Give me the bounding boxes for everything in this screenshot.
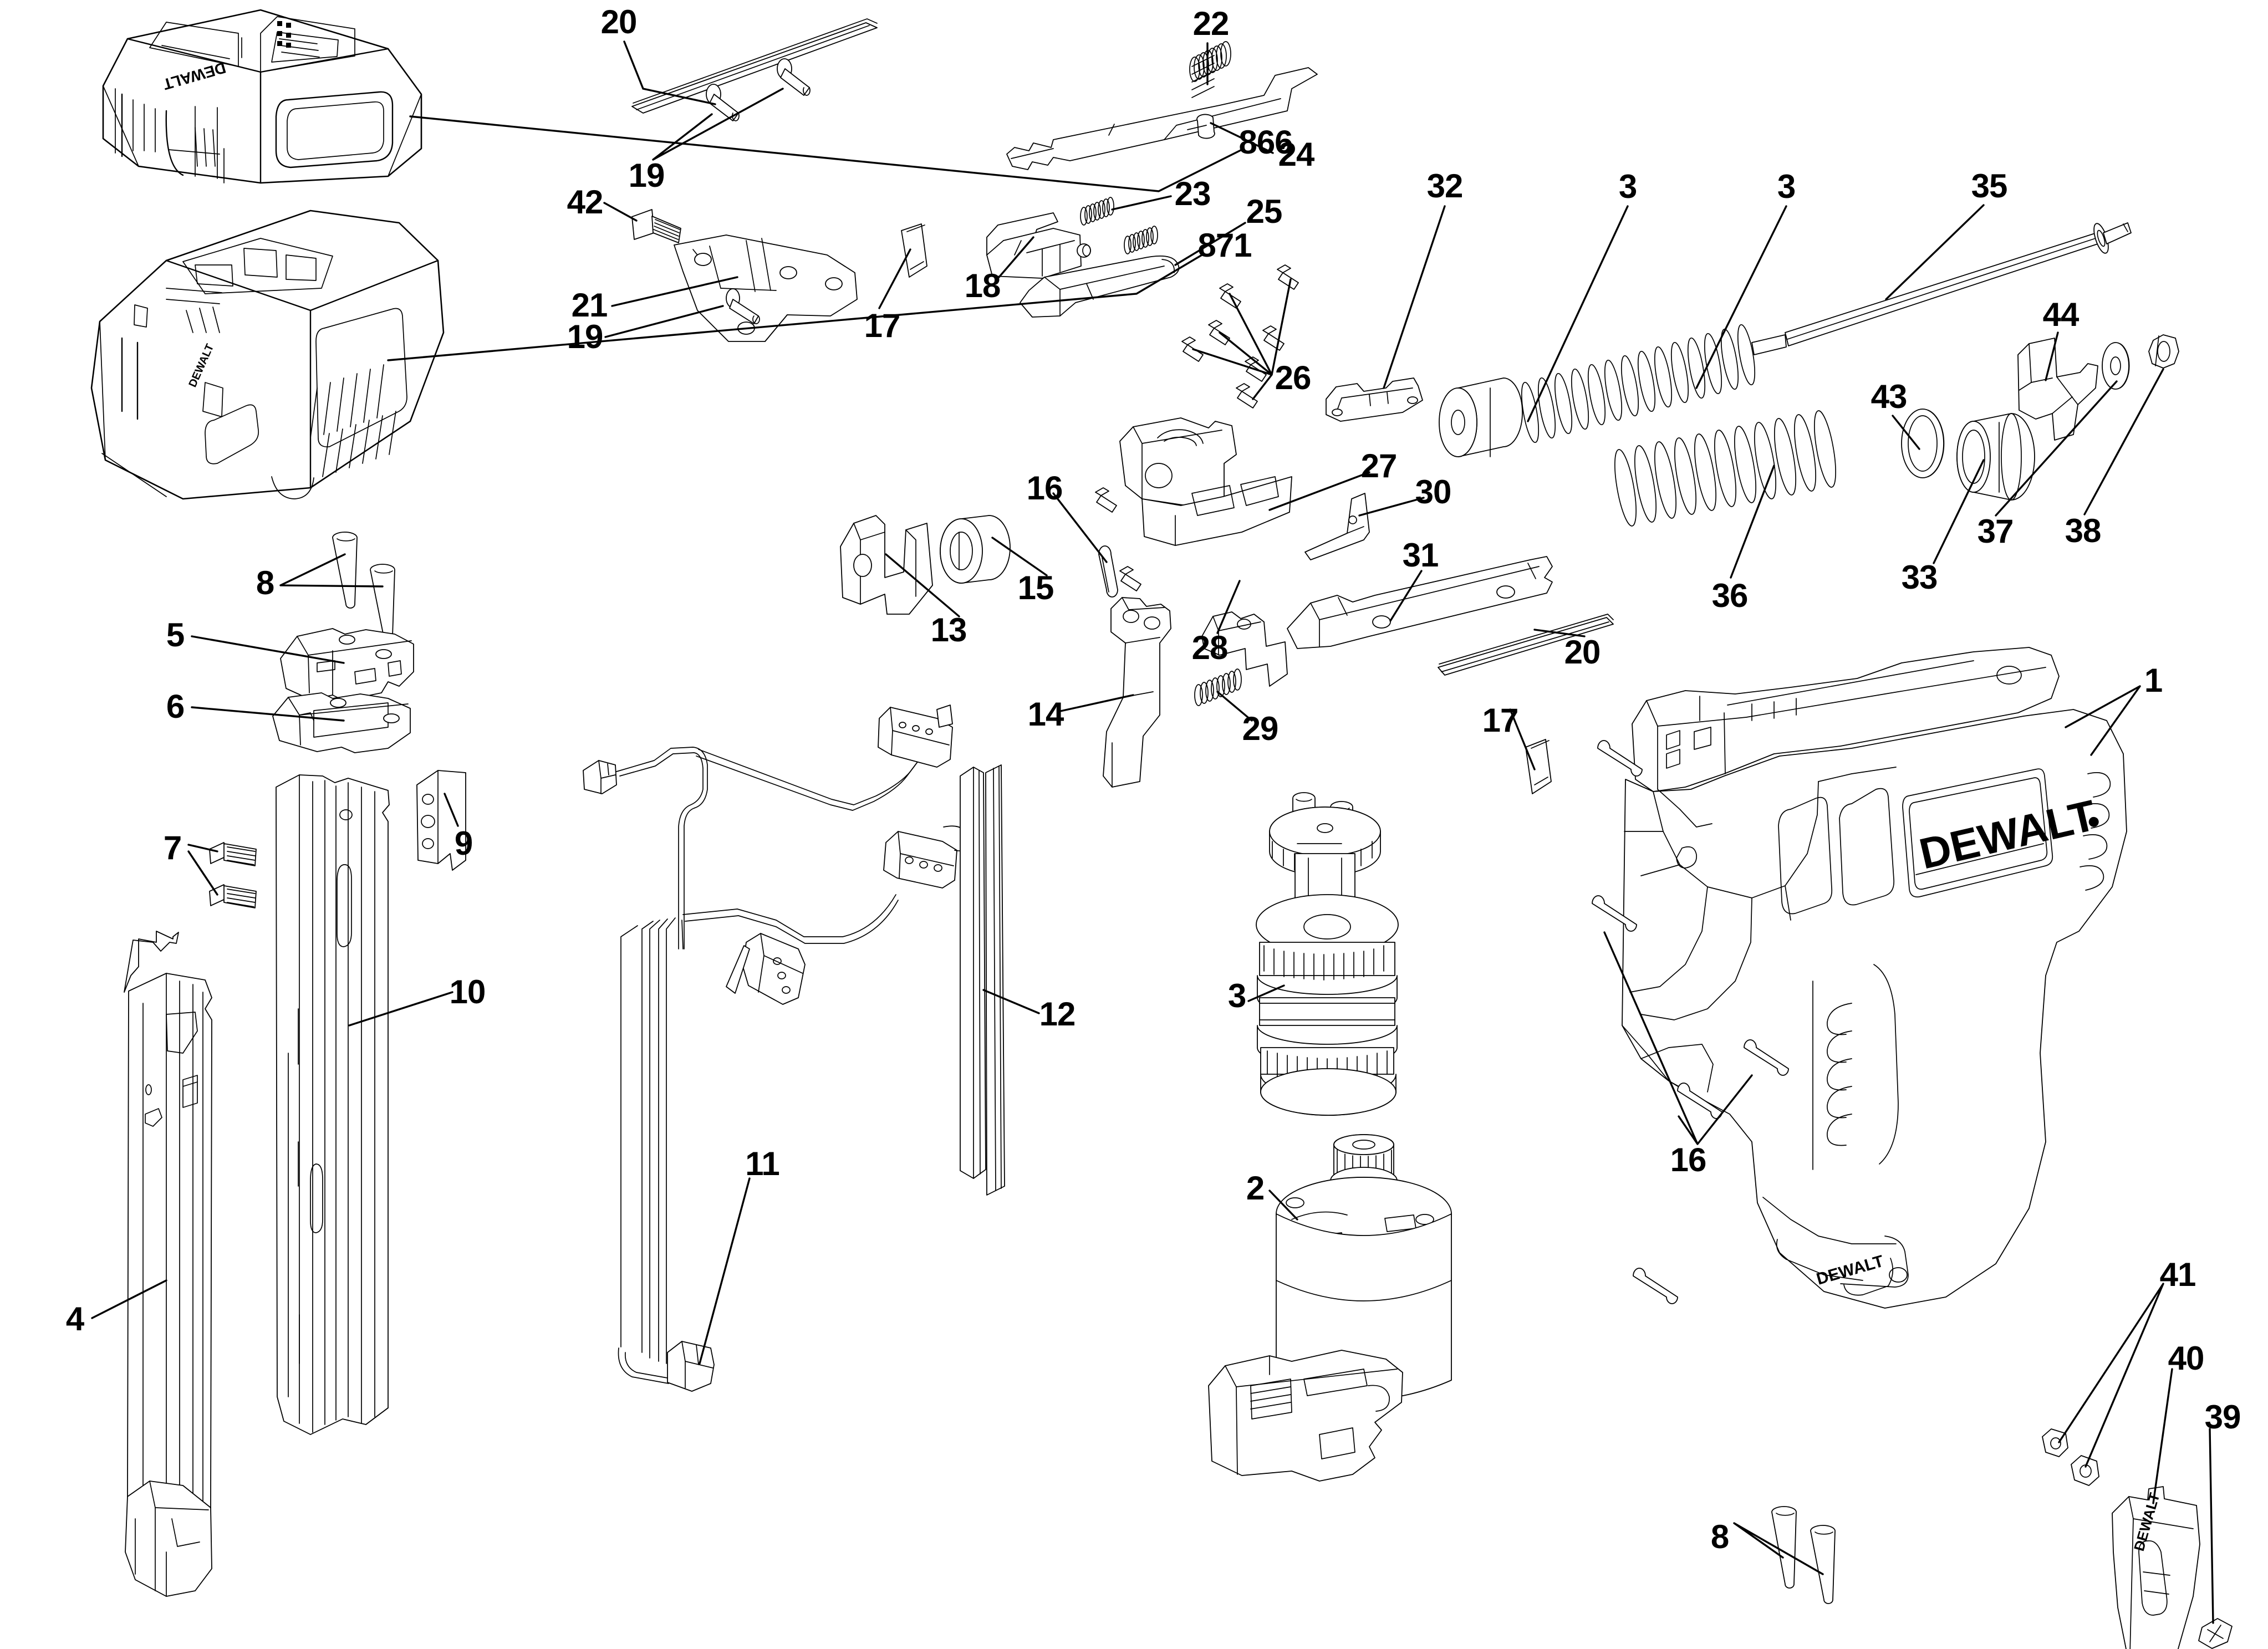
wear-guide-17-lower [1525, 739, 1552, 794]
callout-33: 33 [1901, 559, 1938, 596]
screws-26 [1095, 264, 1299, 591]
compression-spring-22 [1189, 41, 1231, 98]
callout-41: 41 [2159, 1256, 2196, 1293]
callout-18: 18 [964, 267, 1001, 304]
callout-1: 1 [2144, 662, 2163, 699]
callout-26: 26 [1275, 359, 1312, 396]
callout-17-lower: 17 [1482, 702, 1519, 739]
callout-8-left: 8 [256, 564, 274, 601]
callout-36: 36 [1711, 577, 1749, 614]
callout-8-bottom: 8 [1710, 1518, 1729, 1555]
switch-housing-5 [272, 628, 414, 753]
callout-38: 38 [2065, 512, 2102, 549]
callout-22: 22 [1192, 5, 1230, 42]
main-spring-36 [1614, 410, 1836, 527]
callout-43: 43 [1871, 378, 1908, 415]
callout-39: 39 [2204, 1398, 2241, 1436]
callout-3-spring: 3 [1618, 168, 1637, 205]
callout-29: 29 [1242, 710, 1279, 747]
callout-6: 6 [166, 688, 185, 725]
callout-27: 27 [1360, 447, 1398, 484]
rail-pin-20-top [631, 18, 878, 121]
callout-37: 37 [1977, 513, 2014, 550]
drive-rod-35 [1751, 222, 2132, 355]
callout-35: 35 [1971, 167, 2008, 205]
callout-23: 23 [1174, 175, 1211, 212]
callout-14: 14 [1027, 696, 1064, 733]
callout-20-top: 20 [600, 3, 638, 40]
callout-19-upper: 19 [628, 157, 665, 194]
bracket-44-group [2017, 334, 2179, 441]
housing-clamshell-1: DEWALT DEWALT [1592, 647, 2127, 1309]
belt-hook-group: DEWALT [2042, 1428, 2233, 1649]
slide-bar-24 [1006, 67, 1318, 170]
ring-43 [1901, 409, 1945, 478]
callout-5: 5 [166, 616, 185, 654]
callout-32: 32 [1426, 167, 1464, 205]
drive-spring-3 [1521, 324, 1756, 443]
callout-24: 24 [1278, 136, 1315, 173]
bumper-cylinder-3 [1439, 377, 1523, 457]
callout-3-gear: 3 [1227, 977, 1246, 1014]
callout-17-upper: 17 [864, 307, 901, 344]
callout-20-lower: 20 [1564, 634, 1601, 671]
cylinder-housing-27 [1119, 417, 1292, 546]
callout-42: 42 [567, 183, 604, 221]
shoulder-screws-8-bottom [1771, 1506, 1836, 1604]
callout-16-lower: 16 [1670, 1141, 1707, 1178]
callout-4: 4 [65, 1300, 84, 1337]
battery-pack-866: DEWALT [102, 9, 422, 184]
trigger-14-group [1103, 597, 1288, 788]
callout-2: 2 [1246, 1170, 1265, 1207]
callout-16-upper: 16 [1026, 469, 1063, 507]
callout-866: 866 [1239, 124, 1293, 161]
callout-19-lower: 19 [567, 318, 604, 355]
rail-pin-20-lower [1438, 614, 1614, 676]
magazine-rail-4 [124, 931, 212, 1597]
guide-plate-31 [1287, 556, 1553, 649]
flat-head-screws-7 [209, 842, 257, 908]
wire-harness-11 [583, 704, 969, 1392]
callout-9: 9 [454, 825, 473, 862]
battery-charger-871: DEWALT [90, 210, 445, 500]
callout-30: 30 [1415, 473, 1452, 510]
callout-28: 28 [1191, 629, 1229, 666]
callout-10: 10 [449, 973, 486, 1010]
shoulder-screws-8-left [332, 532, 395, 641]
callout-7: 7 [163, 829, 182, 866]
motor-gear-assembly [1208, 792, 1452, 1482]
callout-25: 25 [1246, 193, 1283, 230]
bushing-33 [1956, 413, 2035, 501]
pusher-rail-12 [960, 764, 1005, 1196]
leader-lines [91, 40, 2214, 1624]
callout-11: 11 [745, 1145, 779, 1182]
bracket-13-group [840, 515, 1118, 615]
callout-3-rod: 3 [1777, 168, 1796, 205]
callout-40: 40 [2168, 1340, 2205, 1377]
callout-31: 31 [1402, 537, 1439, 574]
callout-21: 21 [571, 287, 608, 324]
linkage-bracket-21-group [631, 209, 927, 342]
callout-44: 44 [2042, 296, 2080, 333]
depth-block-9 [416, 770, 466, 871]
latch-body-18-group [986, 197, 1180, 318]
callout-15: 15 [1017, 569, 1054, 606]
callout-12: 12 [1039, 995, 1076, 1033]
callout-13: 13 [930, 611, 967, 649]
magazine-channel-10 [276, 774, 390, 1435]
callout-871: 871 [1197, 227, 1252, 264]
flat-spring-30 [1304, 493, 1370, 560]
bumper-holder-32 [1326, 377, 1423, 422]
